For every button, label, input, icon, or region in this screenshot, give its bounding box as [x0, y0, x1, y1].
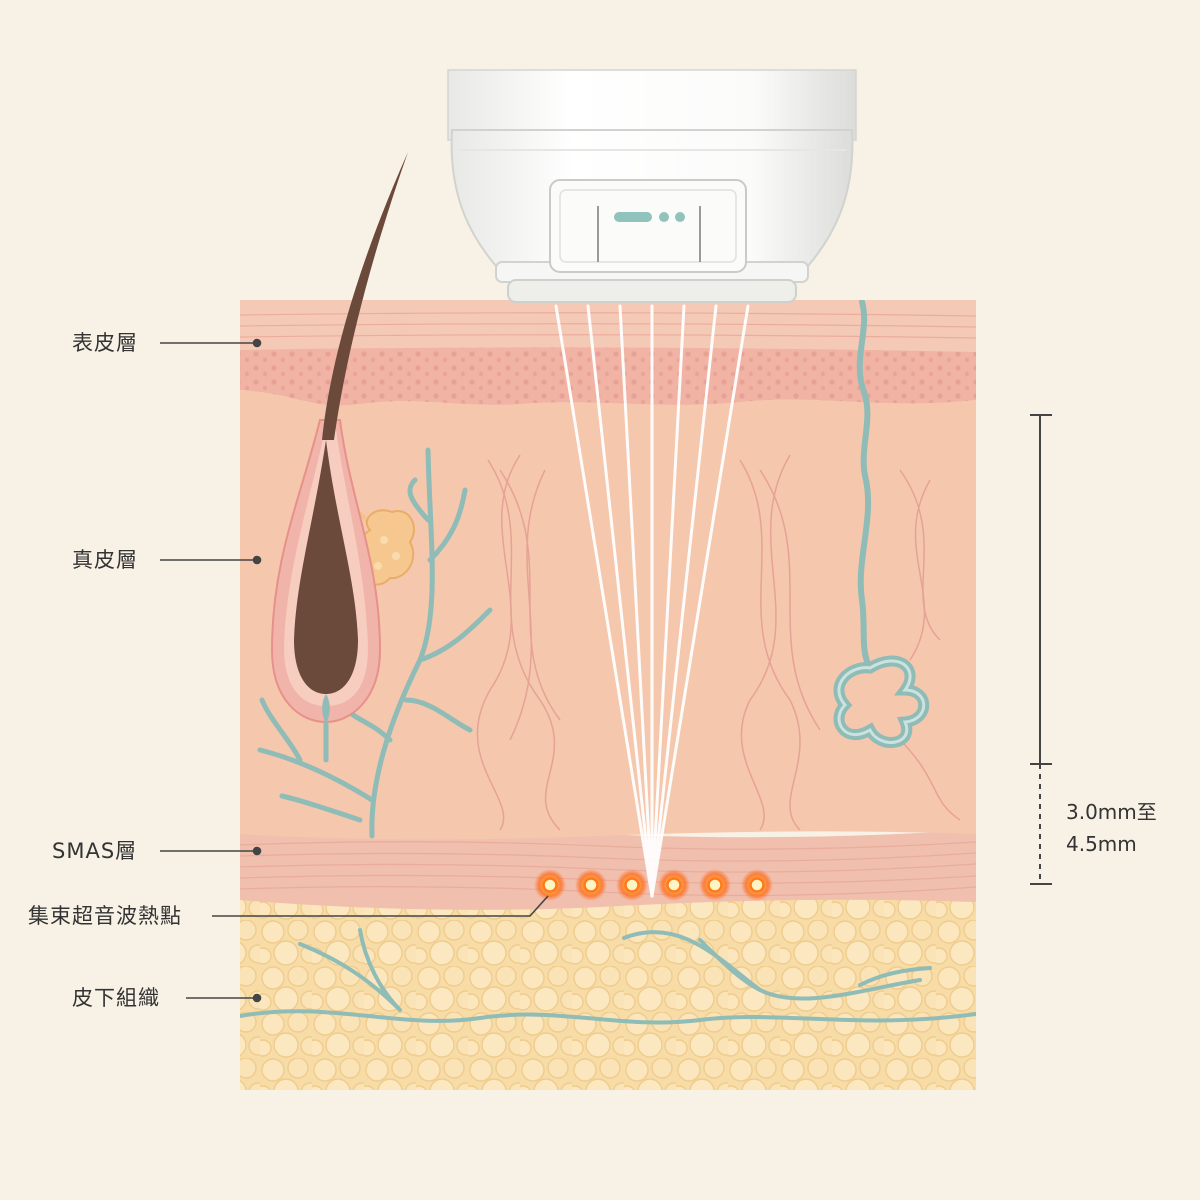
depth-label: 3.0mm至 4.5mm [1066, 796, 1157, 860]
depth-line-2: 4.5mm [1066, 832, 1137, 856]
focal-point [616, 869, 648, 901]
focal-point [534, 869, 566, 901]
hair-shaft [322, 152, 408, 440]
focal-point [699, 869, 731, 901]
subcutaneous-vessels [240, 928, 976, 1025]
label-smas: SMAS層 [52, 839, 138, 863]
sweat-gland-icon [833, 300, 930, 748]
label-dermis: 真皮層 [72, 548, 138, 572]
ultrasound-probe-icon [447, 69, 857, 303]
depth-line-1: 3.0mm至 [1066, 800, 1157, 824]
focal-heat-points [534, 869, 773, 901]
hair-follicle-icon [270, 419, 382, 763]
label-focal-points: 集束超音波熱點 [28, 904, 182, 928]
label-subcutaneous: 皮下組織 [72, 986, 160, 1010]
dermis-layer [240, 390, 976, 840]
depth-bracket [1030, 414, 1052, 885]
focal-point [658, 869, 690, 901]
focal-point [575, 869, 607, 901]
focal-point [741, 869, 773, 901]
label-epidermis: 表皮層 [72, 331, 138, 355]
ultrasound-beams [554, 304, 750, 898]
leader-lines [160, 338, 549, 1003]
dermal-nerve [257, 447, 493, 839]
collagen-fibers [476, 454, 961, 831]
